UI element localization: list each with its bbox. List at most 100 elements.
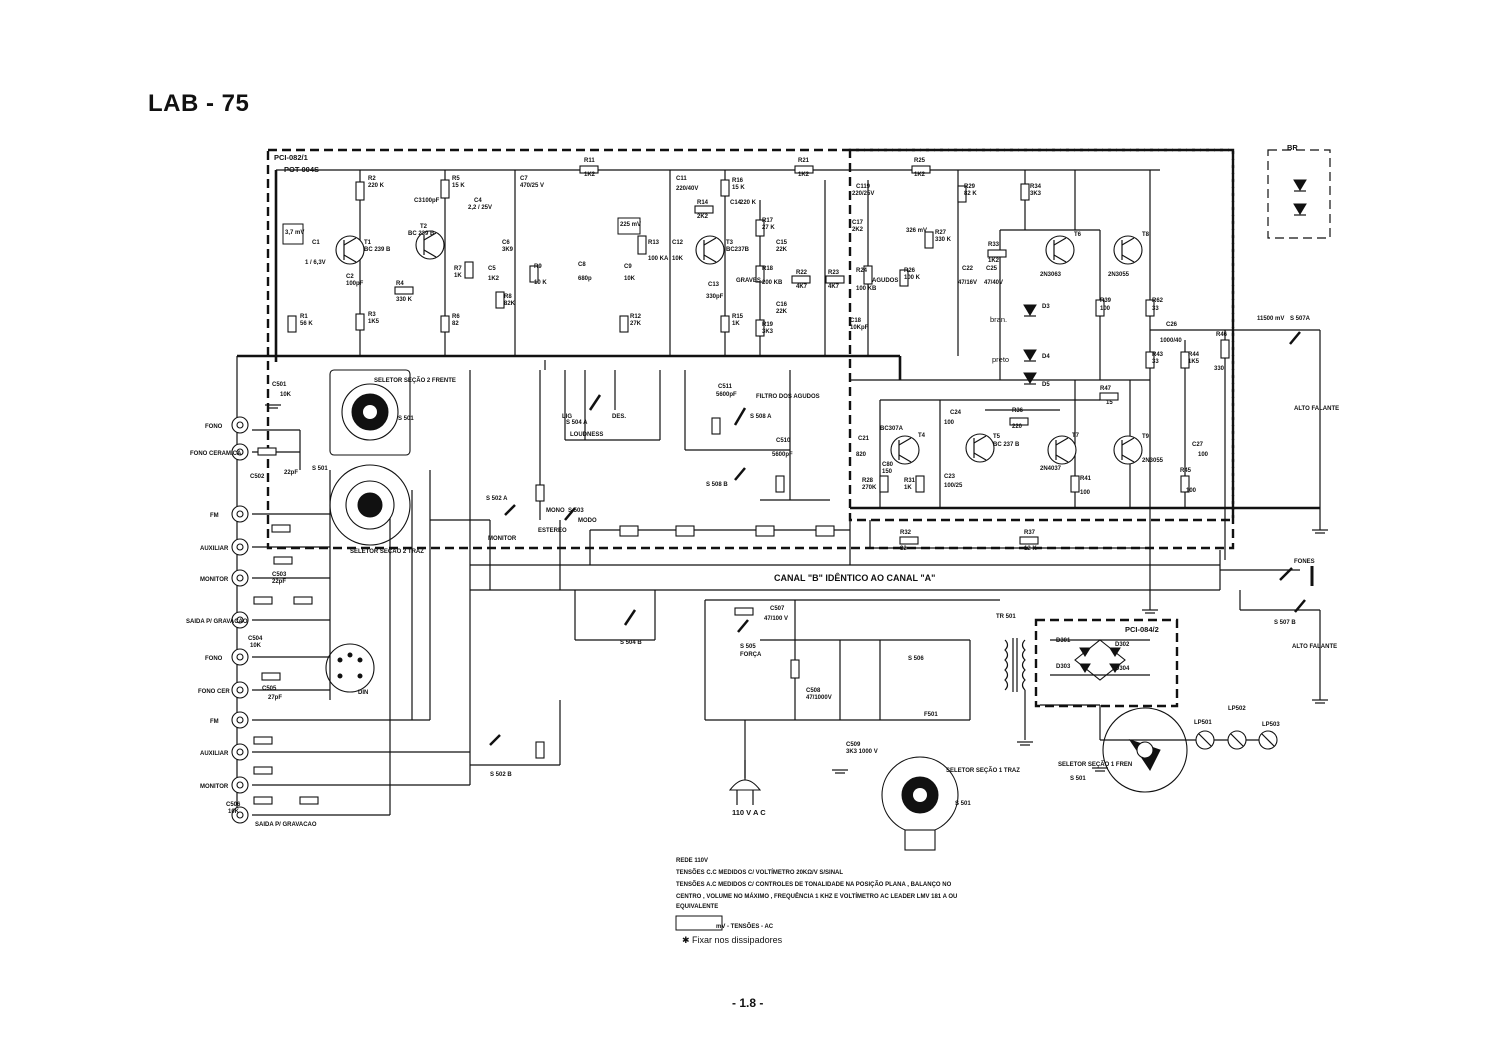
jack-fm-b-label: FM (210, 719, 219, 725)
voltage-225-label: 225 mV (620, 222, 641, 228)
board-label-pci082: PCI-082/1 (274, 153, 308, 162)
switch-s506-ref: S 506 (908, 656, 924, 662)
selector-switch-front-2[interactable] (329, 369, 411, 456)
mains-label: 110 V A C (732, 808, 766, 817)
jack-auxiliar-label: AUXILIAR (200, 546, 229, 552)
board-label-pot004: POT-004S (284, 165, 319, 174)
selector-switch-rear-2[interactable] (329, 464, 411, 546)
switch-s504a-label: LOUDNESS (570, 432, 603, 438)
page-number: - 1.8 - (732, 996, 764, 1010)
transistor-t2 (415, 230, 445, 260)
estereo-label: ESTEREO (538, 528, 567, 534)
preto-label: preto (992, 355, 1009, 364)
diode-d3 (1023, 304, 1037, 317)
ground-symbols (265, 404, 1328, 774)
switch-s502b-ref: S 502 B (490, 772, 512, 778)
transistor-t9 (1113, 435, 1143, 465)
switch-s501-front1-ref: S 501 (1070, 776, 1086, 782)
selector-switch-front-1[interactable] (1102, 707, 1188, 793)
capacitor-c3: C3100pF (414, 198, 440, 204)
switch-s507a-ref: S 507A (1290, 316, 1311, 322)
switch-s503-ref: S 503 (568, 508, 584, 514)
diode-d302-label: D302 (1115, 642, 1130, 648)
transistor-t5-part: BC 237 B (993, 442, 1020, 448)
diode-d4-label: D4 (1042, 354, 1050, 360)
lamp-lp501-label: LP501 (1194, 720, 1212, 726)
switch-s505-label: FORÇA (740, 652, 762, 658)
jack-auxiliar-b-label: AUXILIAR (200, 751, 229, 757)
board-outline-psu (1034, 618, 1179, 708)
transistor-t8-part: 2N3055 (1108, 272, 1130, 278)
transistor-t9-label: T9 (1142, 434, 1150, 440)
transistor-t8-label: T8 (1142, 232, 1150, 238)
switch-s501-rear2-label: SELETOR SEÇÃO 2 TRAZ (350, 548, 424, 555)
jack-fono-cer-b-label: FONO CER (198, 689, 230, 695)
transistor-t5-label: T5 (993, 434, 1001, 440)
transistor-t5 (965, 433, 995, 463)
note-line-3: TENSÕES A.C MEDIDOS C/ CONTROLES DE TONA… (676, 881, 952, 888)
mono-label: MONO (546, 508, 565, 514)
jack-saida-gravacao-b-label: SAIDA P/ GRAVACAO (255, 822, 317, 828)
jack-fono-b-label: FONO (205, 656, 223, 662)
diode-br-1 (1293, 179, 1307, 192)
mains-plug (728, 760, 762, 805)
alto-falante-a-label: ALTO FALANTE (1294, 406, 1339, 412)
voltage-box-225 (617, 217, 641, 235)
board-outline-main (266, 148, 1235, 550)
board-label-br: BR (1287, 143, 1298, 152)
transistor-t3-label: T3 (726, 240, 734, 246)
transistor-t1-part: BC 239 B (364, 247, 391, 253)
switch-s502a-ref: S 502 A (486, 496, 508, 502)
transistor-t1-label: T1 (364, 240, 372, 246)
din-label: DIN (358, 690, 368, 696)
transistor-t6 (1045, 235, 1075, 265)
note-line-7: ✱ Fixar nos dissipadores (682, 935, 783, 945)
switch-s507b-ref: S 507 B (1274, 620, 1296, 626)
transformer-tr501 (1004, 638, 1026, 692)
transistor-t4-label: T4 (918, 433, 926, 439)
bridge-rectifier (1074, 639, 1126, 681)
transistor-t1 (335, 235, 365, 265)
transistor-t4-part: BC307A (880, 426, 904, 432)
transistor-t9-part: 2N3055 (1142, 458, 1164, 464)
switch-s504a-ref: S 504 A (566, 420, 588, 426)
switch-s501-front2-label: SELETOR SEÇÃO 2 FRENTE (374, 377, 456, 384)
selector-switch-rear-1[interactable] (881, 756, 959, 851)
diode-br-2 (1293, 203, 1307, 216)
lamp-lp501 (1195, 730, 1215, 750)
diode-d3-label: D3 (1042, 304, 1050, 310)
fuse-label: F501 (924, 712, 938, 718)
switch-s505-ref: S 505 (740, 644, 756, 650)
